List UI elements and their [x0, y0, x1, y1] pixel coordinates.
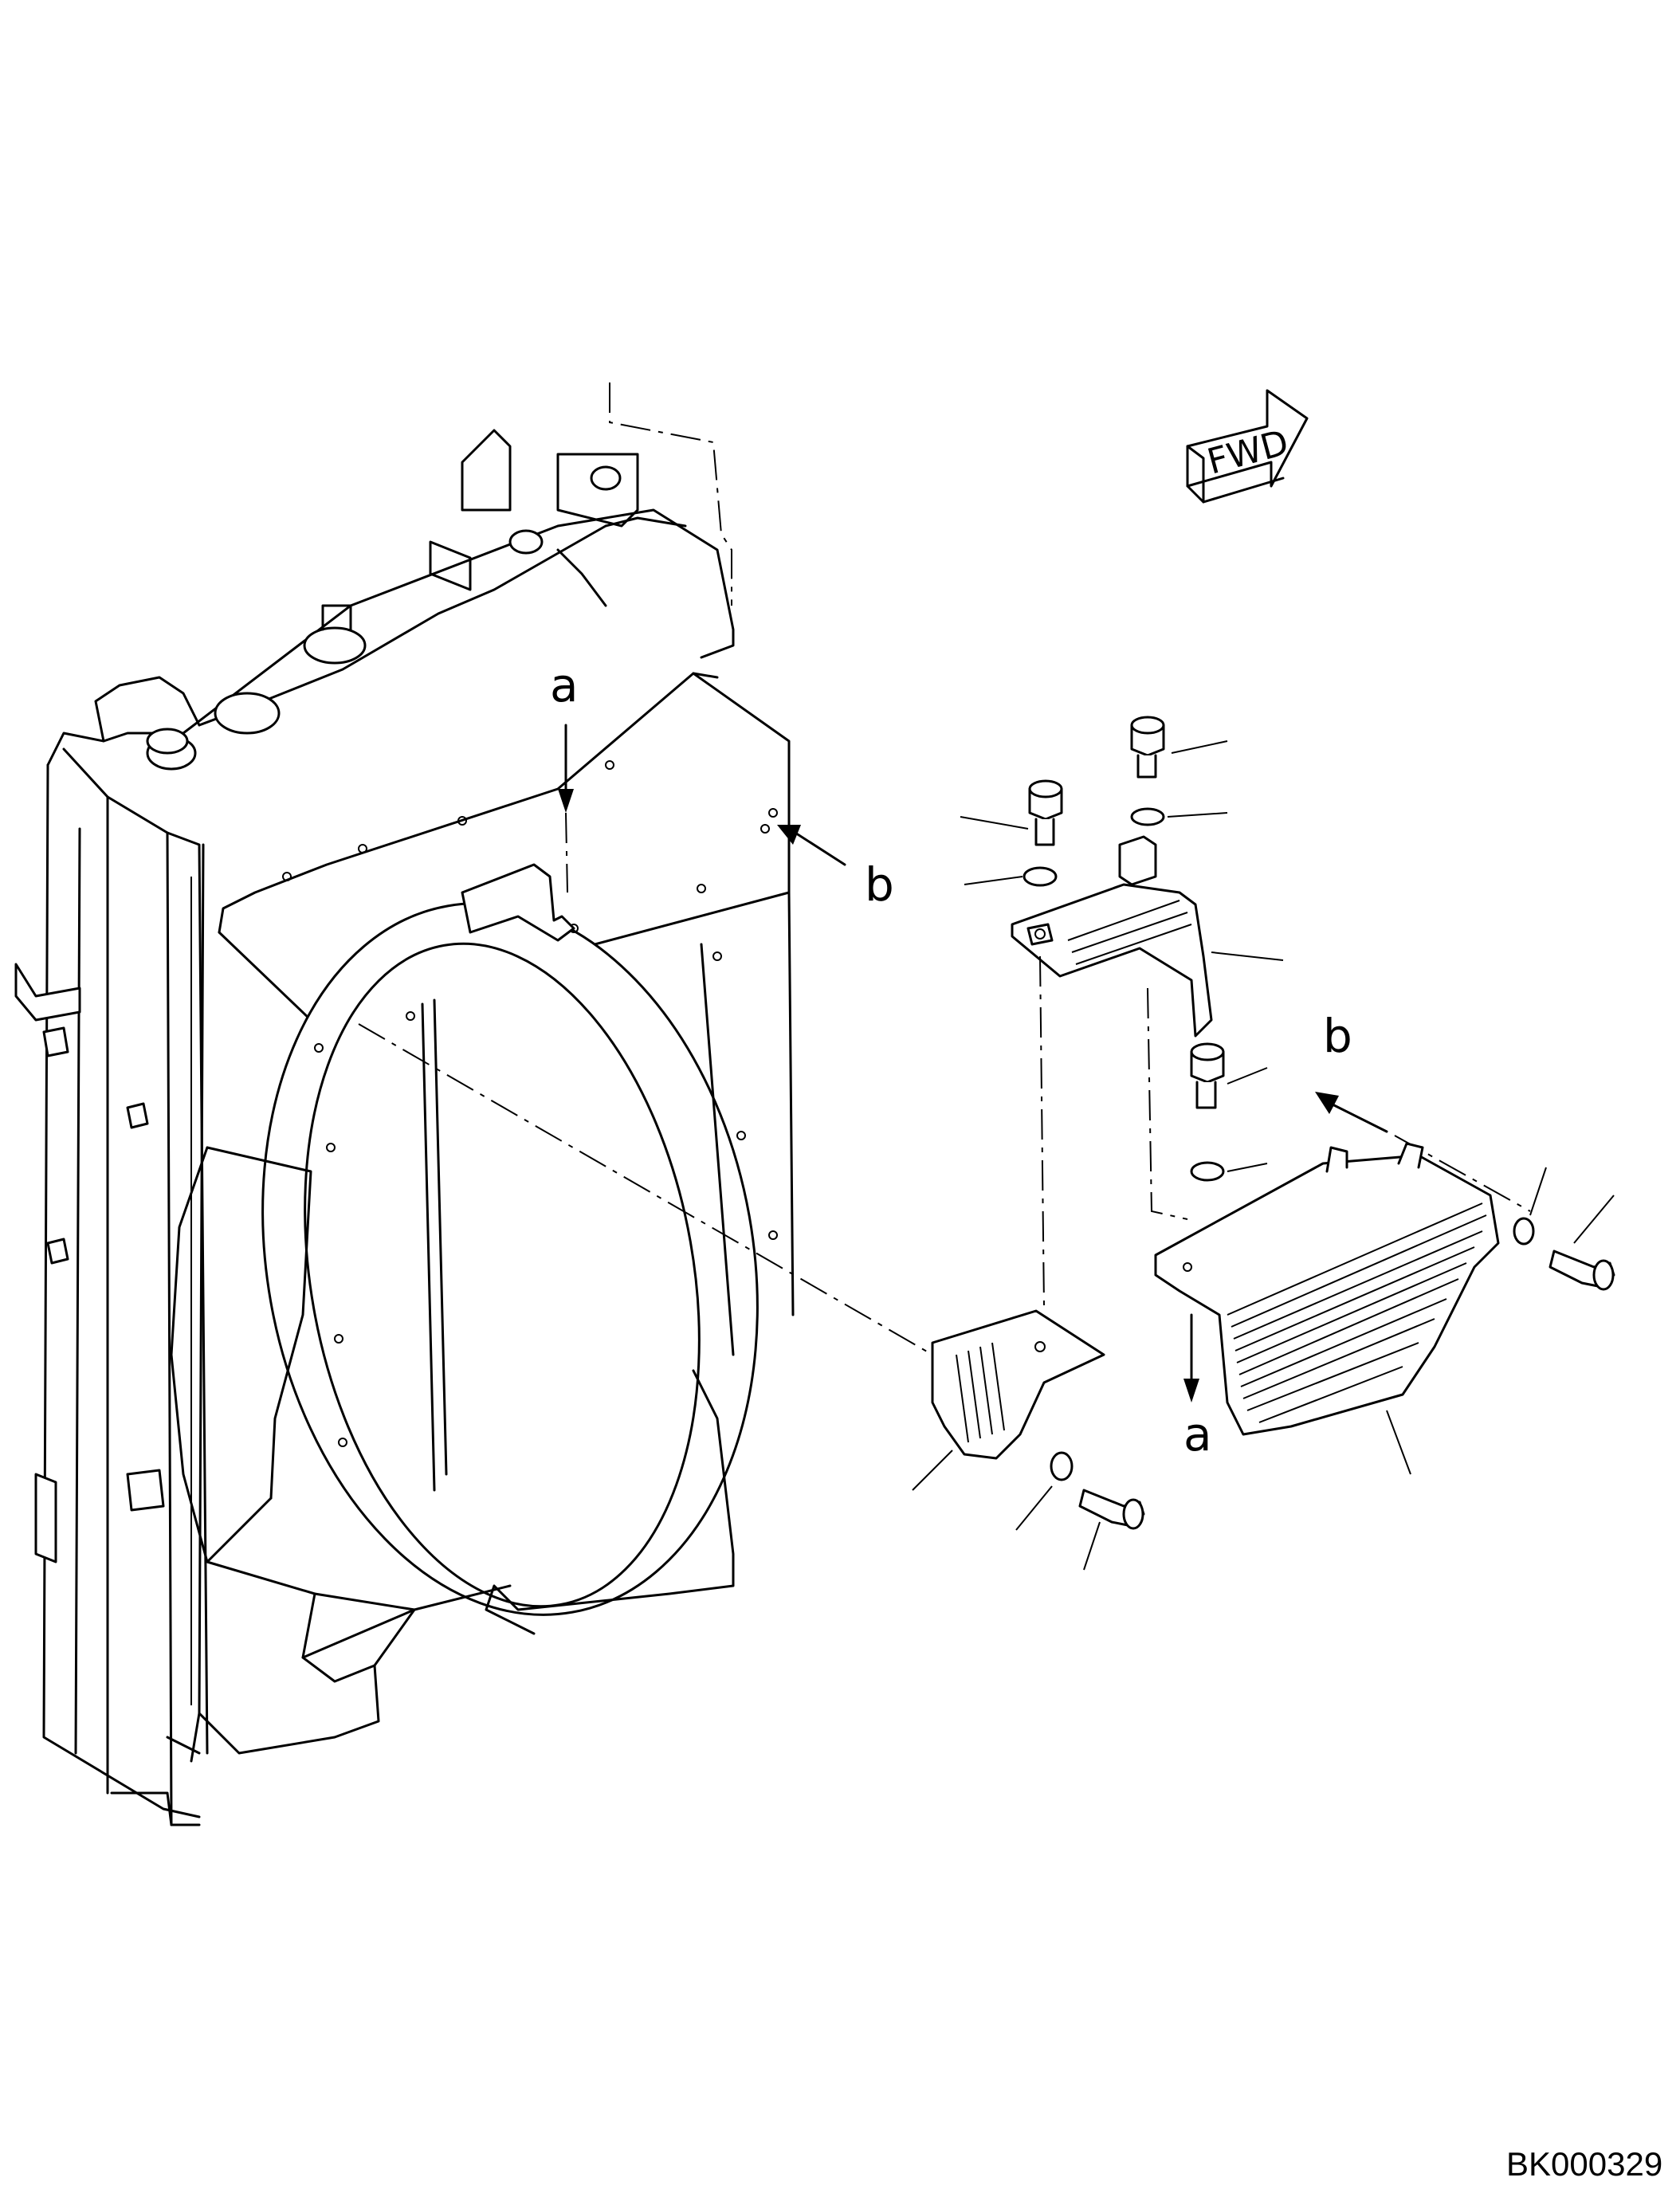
view-label-a-top: a — [550, 658, 579, 712]
washer-5 — [1050, 1451, 1074, 1481]
washer-4 — [1513, 1217, 1535, 1246]
finned-cover — [1154, 1142, 1500, 1436]
bolt-4 — [1549, 1250, 1615, 1291]
radiator-assembly — [14, 383, 795, 1826]
bolt-5 — [1078, 1489, 1145, 1530]
bolt-3 — [1190, 1042, 1225, 1109]
drawing-code: BK000329 — [1506, 2145, 1662, 2183]
exploded-parts — [358, 716, 1615, 1571]
view-label-a-right: a — [1183, 1407, 1212, 1461]
washer-3 — [1190, 1161, 1225, 1182]
washer-2 — [1023, 866, 1058, 887]
bolt-2 — [1028, 779, 1063, 846]
bolt-1 — [1130, 716, 1165, 779]
view-indicators: a b b a — [550, 658, 1531, 1461]
view-label-b-right: b — [1323, 1009, 1352, 1063]
fwd-direction-arrow: FWD — [1186, 389, 1309, 504]
upper-bracket — [1011, 835, 1213, 1038]
view-label-b-top: b — [865, 857, 894, 912]
washer-1 — [1130, 807, 1165, 826]
lower-bracket — [931, 1309, 1105, 1460]
fwd-label: FWD — [1203, 422, 1293, 483]
